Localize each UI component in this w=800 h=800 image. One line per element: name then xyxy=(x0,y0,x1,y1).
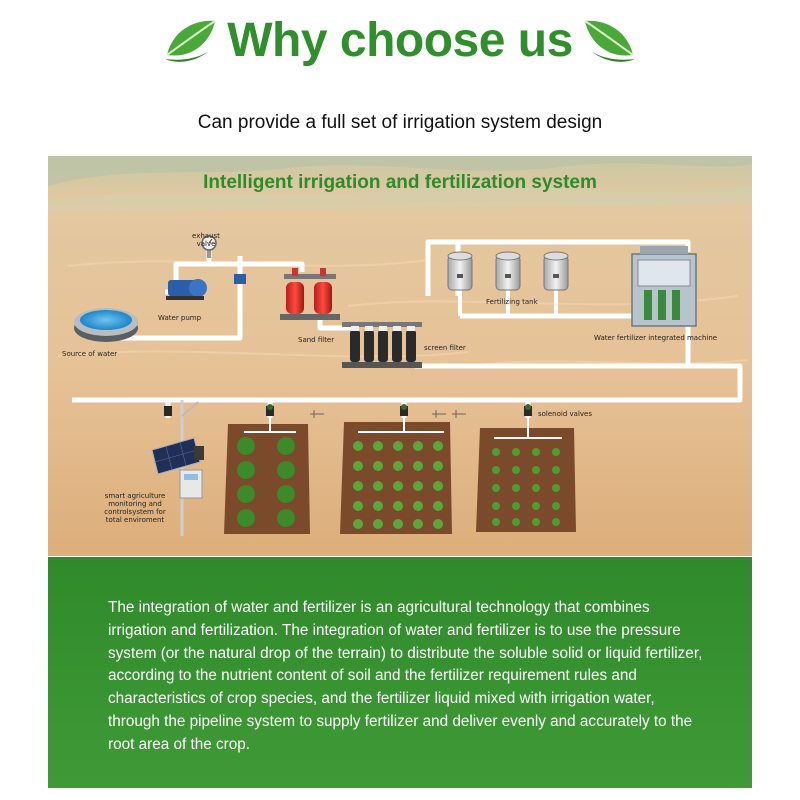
exhaust-valve xyxy=(201,235,217,258)
diagram-illustration xyxy=(48,156,752,556)
label-solenoid-valves: solenoid valves xyxy=(538,410,592,418)
sand-filter xyxy=(280,268,340,320)
label-sand-filter: Sand filter xyxy=(298,336,335,344)
label-water-pump: Water pump xyxy=(158,314,202,322)
label-monitoring-system: smart agriculture monitoring and control… xyxy=(104,492,166,524)
label-screen-filter: screen filter xyxy=(424,344,466,352)
label-fertilizing-tank: Fertilizing tank xyxy=(486,298,538,306)
label-source-of-water: Source of water xyxy=(62,350,118,358)
screen-filter xyxy=(342,322,422,368)
water-source-pool xyxy=(74,308,138,342)
page-title: Why choose us xyxy=(227,13,573,67)
label-exhaust-valve: exhaust valve xyxy=(192,232,220,248)
diagram-title: Intelligent irrigation and fertilization… xyxy=(203,172,597,193)
irrigation-diagram: Intelligent irrigation and fertilization… xyxy=(48,156,752,556)
solenoid-valves xyxy=(164,406,532,416)
label-fertilizer-machine: Water fertilizer integrated machine xyxy=(594,334,718,342)
info-panel: The integration of water and fertilizer … xyxy=(48,557,752,788)
leaf-icon-right xyxy=(584,20,635,62)
fertilizing-tanks xyxy=(447,251,569,291)
water-pump xyxy=(166,279,207,300)
crop-fields xyxy=(224,418,576,534)
subtitle: Can provide a full set of irrigation sys… xyxy=(197,112,603,133)
monitoring-station xyxy=(151,400,204,536)
header: Why choose us xyxy=(0,0,800,80)
info-text: The integration of water and fertilizer … xyxy=(108,599,703,753)
leaf-icon-left xyxy=(165,20,216,62)
fertilizer-machine xyxy=(631,246,697,327)
